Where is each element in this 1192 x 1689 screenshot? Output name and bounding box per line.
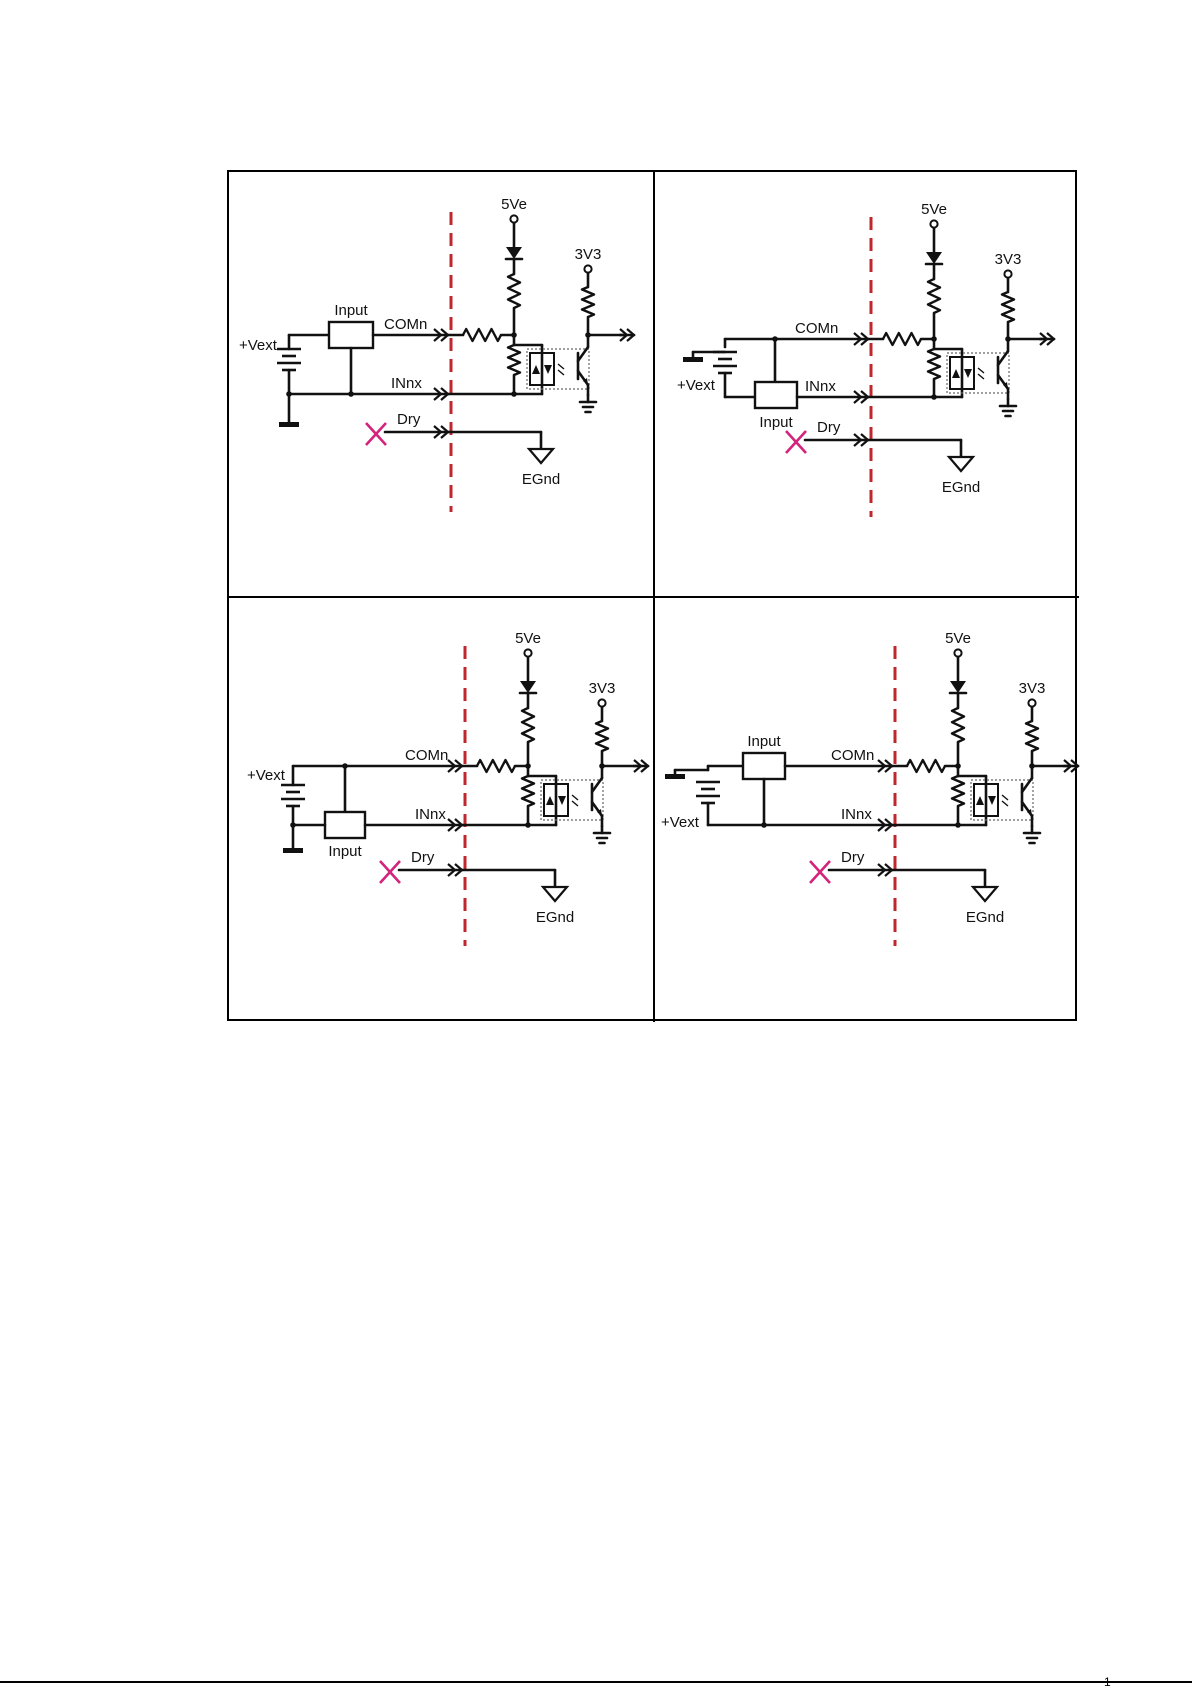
resistor-symbol bbox=[1026, 721, 1038, 751]
led-icon bbox=[952, 369, 960, 378]
led-icon bbox=[546, 796, 554, 805]
supply-terminal bbox=[598, 699, 605, 706]
input-device-box bbox=[755, 382, 797, 408]
egnd-ground-icon bbox=[973, 887, 997, 901]
led-icon bbox=[976, 796, 984, 805]
supply-terminal bbox=[524, 649, 531, 656]
resistor-symbol bbox=[952, 708, 964, 742]
supply-terminal bbox=[584, 265, 591, 272]
resistor-symbol bbox=[582, 287, 594, 317]
open-terminal-x-icon bbox=[786, 431, 806, 453]
resistor-symbol bbox=[463, 329, 501, 341]
dry-label: Dry bbox=[841, 849, 865, 866]
vext-label: +Vext bbox=[677, 377, 716, 394]
footer-rule bbox=[0, 1681, 1192, 1683]
supply-terminal bbox=[510, 215, 517, 222]
in-label: INnx bbox=[805, 378, 836, 395]
diode-icon bbox=[506, 247, 522, 259]
resistor-symbol bbox=[508, 274, 520, 308]
open-terminal-x-icon bbox=[380, 861, 400, 883]
junction-dot bbox=[290, 822, 296, 828]
in-label: INnx bbox=[391, 375, 422, 392]
input-label: Input bbox=[334, 302, 368, 319]
input-device-box bbox=[329, 322, 373, 348]
supply-label-5ve: 5Ve bbox=[921, 201, 947, 218]
egnd-label: EGnd bbox=[942, 479, 980, 496]
resistor-symbol bbox=[522, 708, 534, 742]
com-label: COMn bbox=[795, 320, 838, 337]
light-rays-icon bbox=[1002, 795, 1008, 806]
input-device-box bbox=[743, 753, 785, 779]
diode-icon bbox=[926, 252, 942, 264]
egnd-ground-icon bbox=[949, 457, 973, 471]
input-label: Input bbox=[328, 843, 362, 860]
supply-terminal bbox=[930, 220, 937, 227]
supply-label-3v3: 3V3 bbox=[995, 251, 1022, 268]
supply-terminal bbox=[954, 649, 961, 656]
resistor-symbol bbox=[907, 760, 945, 772]
supply-label-3v3: 3V3 bbox=[1019, 680, 1046, 697]
light-rays-icon bbox=[978, 368, 984, 379]
com-label: COMn bbox=[384, 316, 427, 333]
com-label: COMn bbox=[405, 747, 448, 764]
egnd-label: EGnd bbox=[536, 909, 574, 926]
resistor-symbol bbox=[522, 776, 534, 806]
supply-label-5ve: 5Ve bbox=[501, 196, 527, 213]
resistor-symbol bbox=[952, 776, 964, 806]
diode-icon bbox=[520, 681, 536, 693]
supply-label-5ve: 5Ve bbox=[515, 630, 541, 647]
input-device-box bbox=[325, 812, 365, 838]
open-terminal-x-icon bbox=[366, 423, 386, 445]
vext-label: +Vext bbox=[661, 814, 700, 831]
diode-icon bbox=[950, 681, 966, 693]
supply-label-3v3: 3V3 bbox=[575, 246, 602, 263]
resistor-symbol bbox=[477, 760, 515, 772]
resistor-symbol bbox=[928, 349, 940, 379]
egnd-label: EGnd bbox=[966, 909, 1004, 926]
dry-label: Dry bbox=[817, 419, 841, 436]
supply-terminal bbox=[1004, 270, 1011, 277]
led-icon bbox=[558, 796, 566, 805]
resistor-symbol bbox=[928, 279, 940, 313]
led-icon bbox=[988, 796, 996, 805]
led-icon bbox=[964, 369, 972, 378]
egnd-ground-icon bbox=[529, 449, 553, 463]
egnd-ground-icon bbox=[543, 887, 567, 901]
supply-terminal bbox=[1028, 699, 1035, 706]
input-label: Input bbox=[747, 733, 781, 750]
supply-label-3v3: 3V3 bbox=[589, 680, 616, 697]
resistor-symbol bbox=[883, 333, 921, 345]
supply-label-5ve: 5Ve bbox=[945, 630, 971, 647]
led-icon bbox=[532, 365, 540, 374]
page-number: 1 bbox=[1104, 1675, 1111, 1689]
in-label: INnx bbox=[415, 806, 446, 823]
com-label: COMn bbox=[831, 747, 874, 764]
junction-dot bbox=[286, 391, 292, 397]
vext-label: +Vext bbox=[239, 337, 278, 354]
light-rays-icon bbox=[558, 364, 564, 375]
in-label: INnx bbox=[841, 806, 872, 823]
vext-label: +Vext bbox=[247, 767, 286, 784]
ground-bar-icon bbox=[279, 422, 299, 427]
resistor-symbol bbox=[596, 721, 608, 751]
resistor-symbol bbox=[508, 345, 520, 375]
egnd-label: EGnd bbox=[522, 471, 560, 488]
dry-label: Dry bbox=[411, 849, 435, 866]
dry-label: Dry bbox=[397, 411, 421, 428]
light-rays-icon bbox=[572, 795, 578, 806]
open-terminal-x-icon bbox=[810, 861, 830, 883]
resistor-symbol bbox=[1002, 292, 1014, 322]
led-icon bbox=[544, 365, 552, 374]
input-label: Input bbox=[759, 414, 793, 431]
ground-bar-icon bbox=[283, 848, 303, 853]
